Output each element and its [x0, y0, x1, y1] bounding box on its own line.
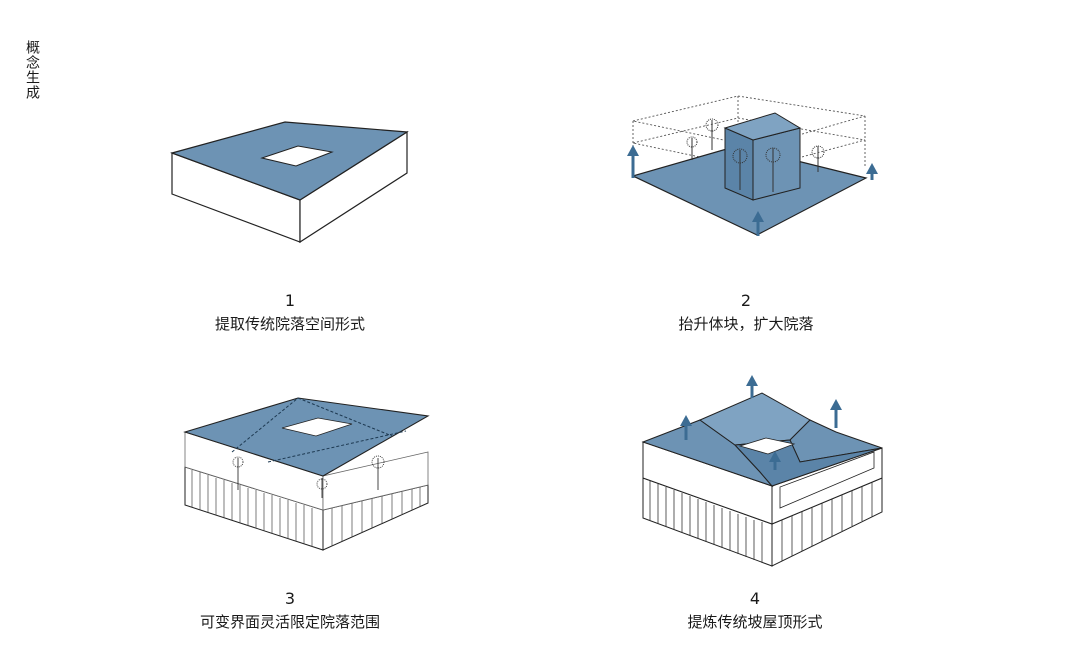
step-number: 4: [749, 589, 761, 608]
step-caption: 提取传统院落空间形式: [214, 315, 365, 333]
wall-window: [779, 451, 875, 509]
side-title: 概念生成: [24, 40, 40, 100]
trees: [232, 455, 385, 498]
louvre-slats: [649, 479, 873, 563]
roof-courtyard: [738, 437, 796, 455]
trees: [686, 118, 825, 192]
glass-front-right: [322, 451, 429, 511]
caption-step-2: 2 抬升体块，扩大院落: [596, 291, 896, 335]
step-caption: 提炼传统坡屋顶形式: [687, 613, 823, 631]
step-caption: 抬升体块，扩大院落: [678, 315, 814, 333]
roof-slab: [183, 397, 430, 477]
caption-step-3: 3 可变界面灵活限定院落范围: [140, 589, 440, 633]
step-number: 2: [740, 291, 752, 310]
core-top: [723, 112, 802, 141]
lift-arrows: [627, 145, 878, 236]
roof-fold-lines: [231, 397, 407, 463]
caption-step-4: 4 提炼传统坡屋顶形式: [605, 589, 905, 633]
step-number: 3: [284, 589, 296, 608]
courtyard-void: [260, 145, 334, 167]
step-caption: 可变界面灵活限定院落范围: [199, 613, 380, 631]
step-number: 1: [284, 291, 296, 310]
lifted-volume-diagram: [627, 95, 878, 236]
roof-courtyard: [281, 417, 353, 437]
caption-step-1: 1 提取传统院落空间形式: [140, 291, 440, 335]
lift-arrows: [680, 375, 842, 470]
extruded-courtyard-block: [170, 121, 409, 244]
